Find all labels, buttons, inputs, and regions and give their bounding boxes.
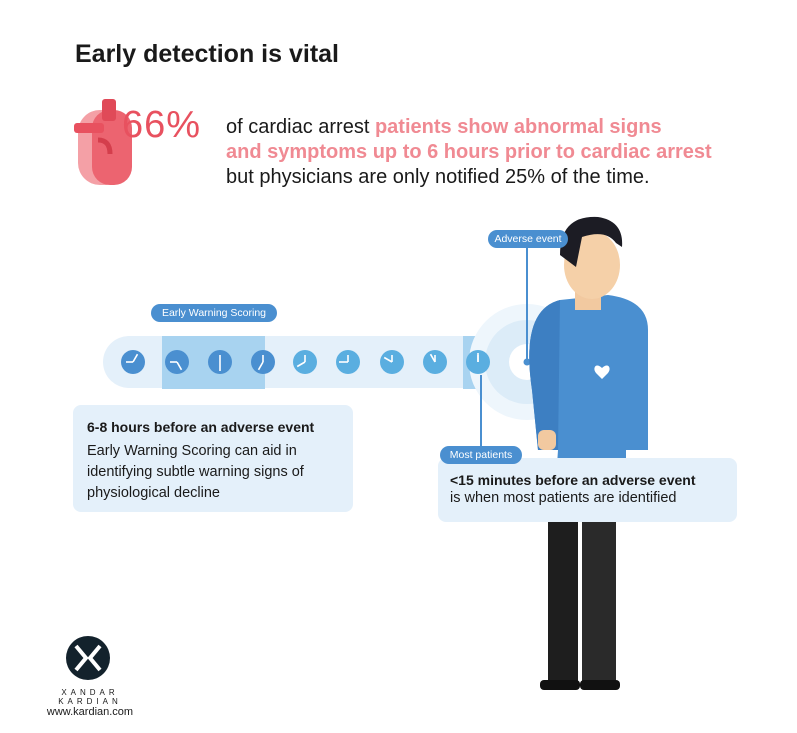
body-line: Early Warning Scoring can aid in: [87, 443, 297, 459]
body-line: physiological decline: [87, 485, 220, 501]
stat-percent: 66%: [122, 104, 202, 146]
stat-line-2: and symptoms up to 6 hours prior to card…: [226, 141, 712, 163]
left-box-title: 6-8 hours before an adverse event: [87, 419, 315, 435]
stat-highlight: patients show abnormal signs: [374, 116, 662, 138]
clock-hand: [132, 353, 139, 363]
page-title: Early detection is vital: [75, 40, 339, 68]
right-box-title: <15 minutes before an adverse event: [450, 472, 696, 488]
most-patients-label: Most patients: [440, 446, 522, 464]
clock-hand: [429, 353, 436, 363]
brand-name: XANDAR KARDIAN: [58, 688, 122, 706]
stat-text: of cardiac arrest: [226, 116, 375, 138]
clock-hand: [176, 361, 183, 371]
right-box-body: is when most patients are identified: [450, 490, 677, 506]
heart-organ-icon: [74, 99, 132, 185]
right-info-box: <15 minutes before an adverse event is w…: [438, 458, 737, 522]
clock-hand: [296, 361, 306, 368]
clock-hand: [257, 361, 264, 371]
left-info-box: 6-8 hours before an adverse event Early …: [73, 405, 353, 512]
stat-line-1: of cardiac arrest patients show abnormal…: [226, 116, 662, 139]
clock-hand: [383, 356, 393, 363]
left-box-body: Early Warning Scoring can aid in identif…: [87, 441, 304, 504]
stat-line-3: but physicians are only notified 25% of …: [226, 166, 650, 188]
early-warning-label: Early Warning Scoring: [151, 304, 277, 322]
brand-url[interactable]: www.kardian.com: [46, 706, 134, 718]
adverse-event-label: Adverse event: [488, 230, 568, 248]
heart-icon: [594, 365, 610, 379]
adverse-event-dot: [523, 358, 531, 366]
body-line: identifying subtle warning signs of: [87, 464, 304, 480]
patient-figure: [529, 216, 648, 690]
